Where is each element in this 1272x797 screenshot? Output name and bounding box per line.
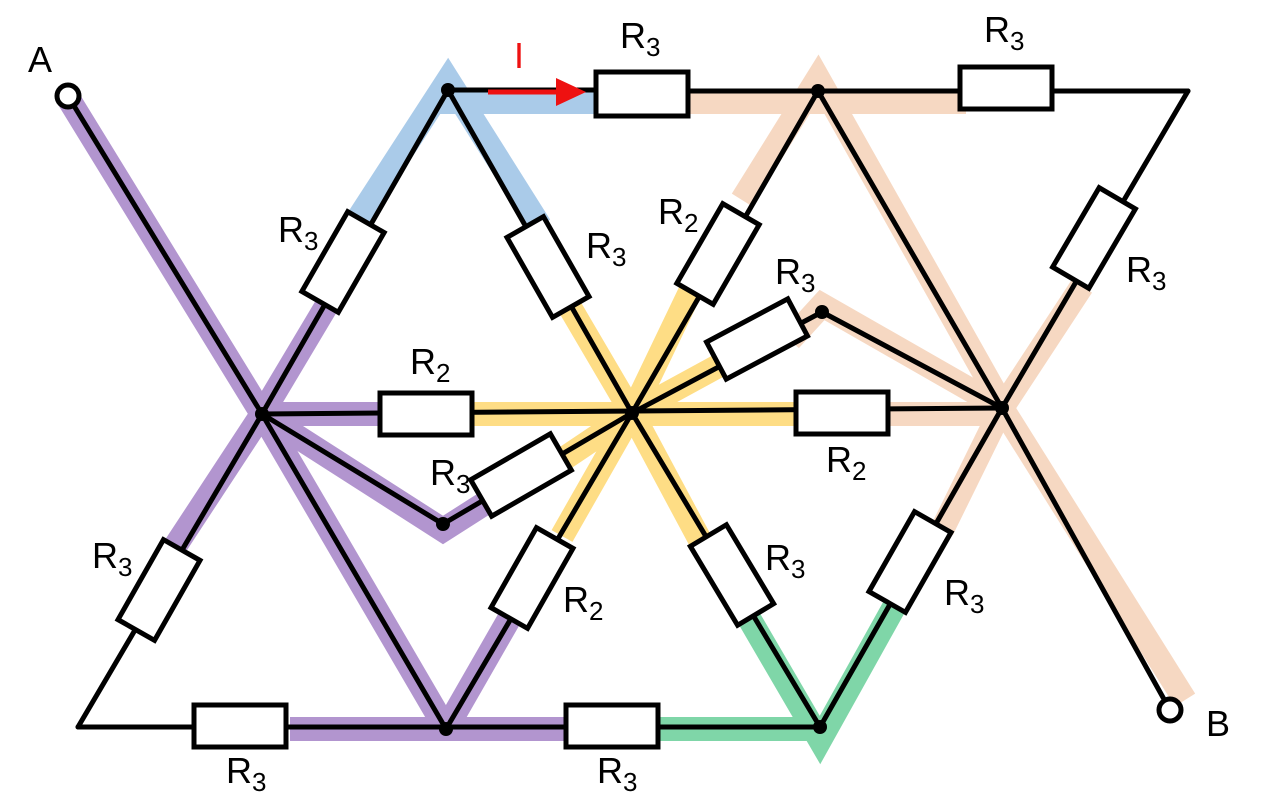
label-r-bottom-1: R3	[226, 750, 266, 797]
resistor-center-lower-right	[686, 521, 778, 629]
node	[811, 84, 825, 98]
label-r-top-1: R3	[620, 15, 660, 62]
label-r-left-upper: R3	[278, 209, 318, 256]
resistor-right-upper	[1049, 184, 1139, 292]
resistor-top-2	[957, 64, 1055, 112]
terminal-b-label: B	[1206, 703, 1230, 744]
terminal-a-label: A	[28, 39, 52, 80]
label-r-center-upper-left: R3	[586, 225, 626, 272]
node	[813, 720, 827, 734]
junction-nodes	[255, 83, 1009, 736]
resistor-center-left	[377, 390, 475, 438]
label-r-center-right: R2	[826, 439, 866, 486]
resistor-center-upper-left	[503, 213, 593, 321]
label-r-left-lower: R3	[92, 535, 132, 582]
label-r-bottom-2: R3	[597, 750, 637, 797]
resistor-center-right	[793, 389, 891, 437]
label-r-center-upper-right: R2	[658, 191, 698, 238]
node	[441, 83, 455, 97]
label-r-right-lower: R3	[944, 572, 984, 619]
label-r-center-lower-left-small: R3	[430, 452, 470, 499]
resistor-bottom-1	[191, 702, 289, 750]
current-arrow	[488, 78, 586, 106]
label-r-top-2: R3	[984, 9, 1024, 56]
node	[439, 722, 453, 736]
node	[436, 517, 450, 531]
terminal-a	[54, 82, 82, 110]
resistor-center-lower-left-small	[467, 430, 575, 520]
node	[815, 305, 829, 319]
label-r-center-lower-left: R2	[563, 579, 603, 626]
resistors	[114, 64, 1139, 750]
label-r-center-lower-right: R3	[765, 537, 805, 584]
resistor-center-lower-left	[487, 524, 577, 632]
resistor-left-lower	[114, 536, 204, 644]
resistor-left-upper	[298, 208, 388, 316]
label-r-center-left: R2	[410, 341, 450, 388]
terminal-b	[1156, 696, 1184, 724]
resistor-bottom-2	[563, 702, 661, 750]
label-r-right-upper: R3	[1126, 249, 1166, 296]
resistor-center-upper-right	[673, 200, 763, 308]
current-label: I	[514, 35, 524, 76]
highlight-blue	[341, 57, 596, 235]
resistor-top-1	[593, 69, 691, 119]
resistor-labels: R3 R3 R3 R3 R3 R2 R3 R2 R2 R3 R3 R2 R3 R…	[92, 9, 1166, 797]
node	[625, 406, 639, 420]
node	[995, 401, 1009, 415]
highlight-green	[660, 594, 909, 765]
label-r-center-upper-right-2: R3	[775, 251, 815, 298]
resistor-right-lower	[865, 508, 955, 616]
resistor-center-upper-right-2	[703, 295, 811, 383]
node	[255, 407, 269, 421]
